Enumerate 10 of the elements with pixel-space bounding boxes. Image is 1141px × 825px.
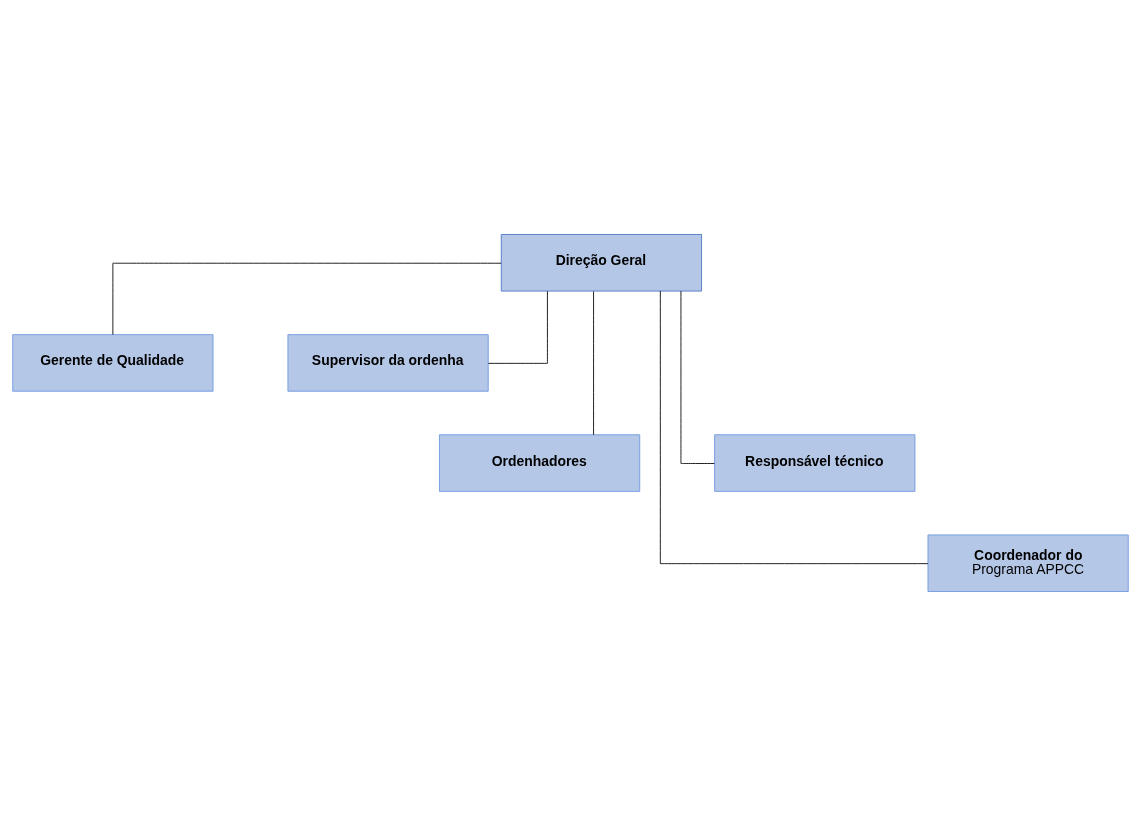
- node-box: Direção Geral: [500, 233, 702, 292]
- node-box: Gerente de Qualidade: [12, 333, 214, 392]
- node-box: Supervisor da ordenha: [287, 333, 489, 392]
- node-box: Coordenador do Programa APPCC: [927, 533, 1129, 592]
- node-box: Ordenhadores: [439, 433, 641, 492]
- connector: [659, 290, 929, 564]
- node-box: Responsável técnico: [714, 433, 916, 492]
- connector: [593, 290, 594, 435]
- connector: [487, 290, 548, 364]
- connector: [680, 290, 715, 464]
